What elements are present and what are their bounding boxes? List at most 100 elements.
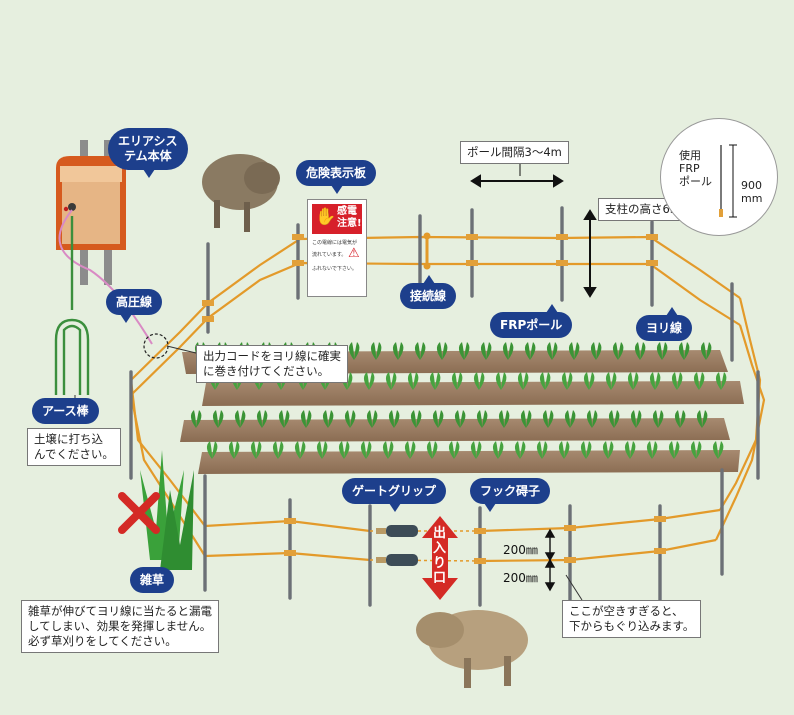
crop-plant [322, 410, 334, 428]
crop-plant [634, 342, 646, 360]
label-frp-pole: FRPポール [490, 304, 573, 338]
crop-plant [649, 372, 661, 390]
crop-plant [524, 342, 536, 360]
label-yori-wire: ヨリ線 [636, 307, 693, 341]
crop-plant [432, 410, 444, 428]
prohibited-x-mark [118, 492, 160, 534]
crop-plant [404, 441, 416, 459]
crop-plant [624, 441, 636, 459]
label-weeds: 雑草 [130, 567, 175, 593]
crop-plant [212, 410, 224, 428]
crop-plant [410, 410, 422, 428]
crop-plant [278, 410, 290, 428]
crop-plant [429, 372, 441, 390]
crop-plant [656, 342, 668, 360]
crop-plant [564, 410, 576, 428]
label-pole-spacing: ポール間隔3～4m [460, 141, 569, 164]
crop-plant [458, 342, 470, 360]
crop-plant [693, 372, 705, 390]
crop-plant [671, 372, 683, 390]
crop-plant [300, 410, 312, 428]
crop-plant [646, 441, 658, 459]
sign-line-2: 流れています。 [312, 252, 347, 258]
crop-plant [605, 372, 617, 390]
crop-plant [436, 342, 448, 360]
crop-plant [674, 410, 686, 428]
crop-plant [586, 410, 598, 428]
crop-plant [520, 410, 532, 428]
crop-plant [473, 372, 485, 390]
crop-plant [344, 410, 356, 428]
crop-plant [250, 441, 262, 459]
crop-plant [580, 441, 592, 459]
crop-plant [712, 441, 724, 459]
label-entrance: 出入り口 [432, 526, 446, 586]
crop-plant [316, 441, 328, 459]
label-gate-grip: ゲートグリップ [342, 478, 447, 512]
frp-pole-name: 使用 FRP ポール [679, 149, 712, 188]
sign-line-1: この電線には電気が [312, 240, 358, 246]
label-high-voltage-wire: 高圧線 [106, 289, 163, 323]
note-weeds: 雑草が伸びてヨリ線に当たると漏電 してしまい、効果を発揮しません。 必ず草刈りを… [21, 600, 219, 653]
frp-pole-length: 900 mm [741, 179, 763, 205]
crop-plant [678, 342, 690, 360]
ground-rod-drawing [54, 216, 90, 395]
crop-plant [583, 372, 595, 390]
crop-plant [517, 372, 529, 390]
note-ground-rod: 土壌に打ち込 んでください。 [27, 428, 121, 466]
crop-plant [696, 410, 708, 428]
lightning-warning-icon: ⚠ [348, 246, 360, 261]
crop-plant [498, 410, 510, 428]
crop-plant [234, 410, 246, 428]
crop-plant [370, 342, 382, 360]
danger-sign-board: ✋ 感電 注意! この電線には電気が 流れています。 ⚠ ふれないで下さい。 [307, 199, 367, 297]
crop-plant [448, 441, 460, 459]
crop-plant [480, 342, 492, 360]
sign-line-3: ふれないで下さい。 [312, 266, 357, 272]
crop-plant [558, 441, 570, 459]
note-gap-warning: ここが空きすぎると、 下からもぐり込みます。 [562, 600, 702, 638]
crop-plant [542, 410, 554, 428]
crop-plant [700, 342, 712, 360]
crop-plant [426, 441, 438, 459]
crop-plant [272, 441, 284, 459]
crop-plant [690, 441, 702, 459]
crop-plant [388, 410, 400, 428]
crop-plant [502, 342, 514, 360]
crop-plant [590, 342, 602, 360]
crop-plant [561, 372, 573, 390]
crop-plant [414, 342, 426, 360]
crop-plant [451, 372, 463, 390]
label-connecting-wire: 接続線 [400, 275, 457, 309]
label-dimension-lower: 200㎜ [503, 571, 538, 585]
crop-plant [627, 372, 639, 390]
crop-plant [338, 441, 350, 459]
crop-plant [492, 441, 504, 459]
crop-plant [602, 441, 614, 459]
crop-plant [360, 441, 372, 459]
note-output-cord: 出力コードをヨリ線に確実 に巻き付けてください。 [196, 345, 348, 383]
crop-plant [382, 441, 394, 459]
sign-header: ✋ 感電 注意! [312, 204, 362, 234]
crop-plant [612, 342, 624, 360]
crop-plant [385, 372, 397, 390]
weeds-drawing [140, 450, 194, 570]
yori-wire-front [204, 508, 721, 563]
label-danger-sign: 危険表示板 [296, 160, 377, 194]
pole-spacing-arrow [470, 160, 564, 188]
crop-plant [366, 410, 378, 428]
crop-plant [228, 441, 240, 459]
crop-plant [514, 441, 526, 459]
post-height-arrow [583, 209, 597, 298]
frp-pole-detail-bubble: 使用 FRP ポール 900 mm [660, 118, 778, 236]
sign-headline: 感電 注意! [337, 206, 362, 229]
crop-plant [392, 342, 404, 360]
crop-plant [630, 410, 642, 428]
crop-plant [476, 410, 488, 428]
crop-plant [536, 441, 548, 459]
crop-plant [294, 441, 306, 459]
crop-plant [539, 372, 551, 390]
label-area-system: エリアシス テム本体 [108, 128, 188, 178]
connecting-wire [423, 232, 431, 270]
